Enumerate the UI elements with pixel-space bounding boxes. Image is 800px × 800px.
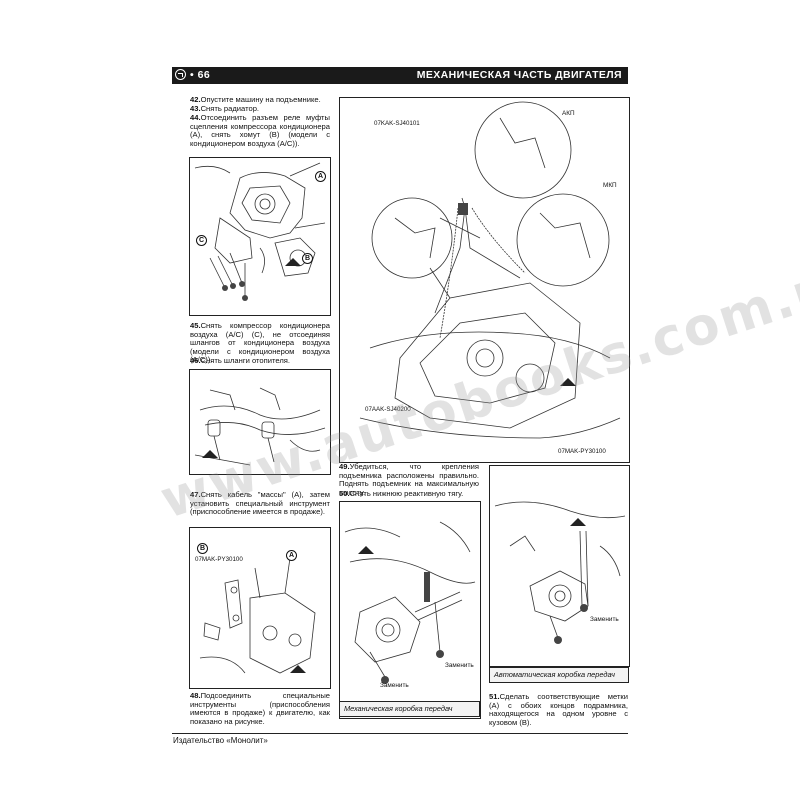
engine-hoist-illustration <box>359 101 621 439</box>
replace-label-auto: Заменить <box>590 616 619 623</box>
step-46: 46.Снять шланги отопителя. <box>190 356 290 365</box>
page-number: • 66 <box>190 69 211 81</box>
callout-a: A <box>286 550 297 561</box>
tool-code-py30100: 07MAK-PY30100 <box>195 556 243 563</box>
footer-divider <box>172 733 628 734</box>
tool-code-py30100: 07MAK-PY30100 <box>558 448 606 455</box>
figure-engine-hoist: 07KAK-SJ40101 07AAK-SJ40200 07MAK-PY3010… <box>339 97 630 463</box>
callout-b: B <box>197 543 208 554</box>
callout-b: B <box>302 253 313 264</box>
section-title: МЕХАНИЧЕСКАЯ ЧАСТЬ ДВИГАТЕЛЯ <box>416 69 622 81</box>
step-51: 51.Сделать соответствующие метки (A) с о… <box>489 692 628 727</box>
callout-c: C <box>196 235 207 246</box>
tool-code-sj40200: 07AAK-SJ40200 <box>365 406 411 413</box>
figure-compressor: A C B <box>189 157 331 316</box>
figure-ground-cable: B A 07MAK-PY30100 <box>189 527 331 689</box>
step-48: 48.Подсоединить специальные инструменты … <box>190 691 330 726</box>
label-akp: АКП <box>562 110 575 117</box>
figure-heater-hoses <box>189 369 331 475</box>
ground-cable-illustration <box>199 557 316 674</box>
publisher-footer: Издательство «Монолит» <box>173 736 268 745</box>
replace-label-manual-1: Заменить <box>380 682 409 689</box>
manual-torque-rod-illustration <box>344 521 476 684</box>
figure-manual-torque-rod: Заменить Заменить <box>339 501 481 719</box>
caption-manual: Механическая коробка передач <box>339 701 480 717</box>
step-47: 47.Снять кабель "массы" (A), затем устан… <box>190 490 330 517</box>
step-44: 44.Отсоединить разъем реле муфты сцеплен… <box>190 113 330 148</box>
replace-label-manual-2: Заменить <box>445 662 474 669</box>
step-45: 45.Снять компрессор кондиционера воздуха… <box>190 321 330 365</box>
compressor-illustration <box>194 162 326 301</box>
step-50: 50.Снять нижнюю реактивную тягу. <box>339 489 464 498</box>
page-header: • 66 МЕХАНИЧЕСКАЯ ЧАСТЬ ДВИГАТЕЛЯ <box>172 67 628 84</box>
automatic-torque-rod-illustration <box>494 501 626 644</box>
monolit-logo-icon <box>175 69 186 80</box>
step-43: 43.Снять радиатор. <box>190 104 260 113</box>
step-49: 49.Убедиться, что крепления подъемника р… <box>339 462 479 497</box>
label-mkp: МКП <box>603 182 617 189</box>
step-42: 42.Опустите машину на подъемнике. <box>190 95 321 104</box>
figure-automatic-torque-rod: Заменить <box>489 465 630 667</box>
heater-hoses-illustration <box>194 387 326 466</box>
tool-code-sj40101: 07KAK-SJ40101 <box>374 120 420 127</box>
callout-a: A <box>315 171 326 182</box>
caption-automatic: Автоматическая коробка передач <box>489 667 629 683</box>
